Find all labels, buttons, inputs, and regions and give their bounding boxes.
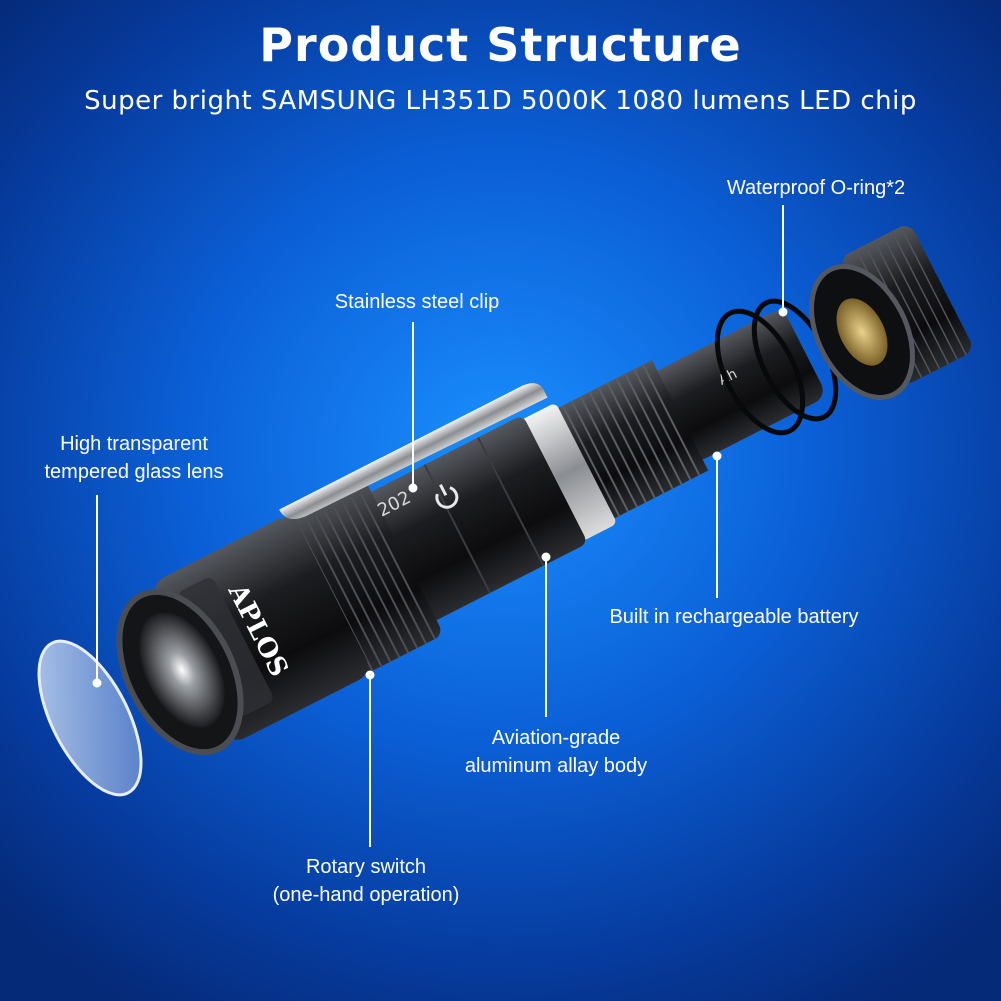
main-body [365, 417, 586, 622]
label-body-line2: aluminum allay body [464, 755, 648, 777]
tail-cap [809, 226, 971, 400]
rotary-switch-ring [287, 481, 441, 672]
o-ring-1 [714, 308, 806, 436]
tail-tube [653, 312, 823, 460]
label-clip: Stainless steel clip [334, 291, 500, 313]
label-switch-line1: Rotary switch [305, 856, 427, 878]
label-switch: Rotary switch (one-hand operation) [256, 853, 476, 909]
power-icon [435, 483, 459, 509]
label-lens-line1: High transparent [60, 433, 208, 455]
label-lens: High transparent tempered glass lens [20, 430, 248, 486]
leader-lines [92, 205, 788, 847]
label-lens-line2: tempered glass lens [44, 461, 224, 483]
label-body-line1: Aviation-grade [491, 727, 621, 749]
front-bezel [116, 588, 244, 756]
label-battery: Built in rechargeable battery [609, 606, 859, 628]
label-o-ring: Waterproof O-ring*2 [726, 177, 906, 199]
chrome-ring [522, 404, 616, 540]
page-subtitle: Super bright SAMSUNG LH351D 5000K 1080 l… [84, 86, 917, 116]
glass-lens [37, 639, 143, 797]
label-switch-line2: (one-hand operation) [272, 884, 460, 906]
label-body: Aviation-grade aluminum allay body [444, 724, 668, 780]
page-title: Product Structure [259, 18, 742, 72]
